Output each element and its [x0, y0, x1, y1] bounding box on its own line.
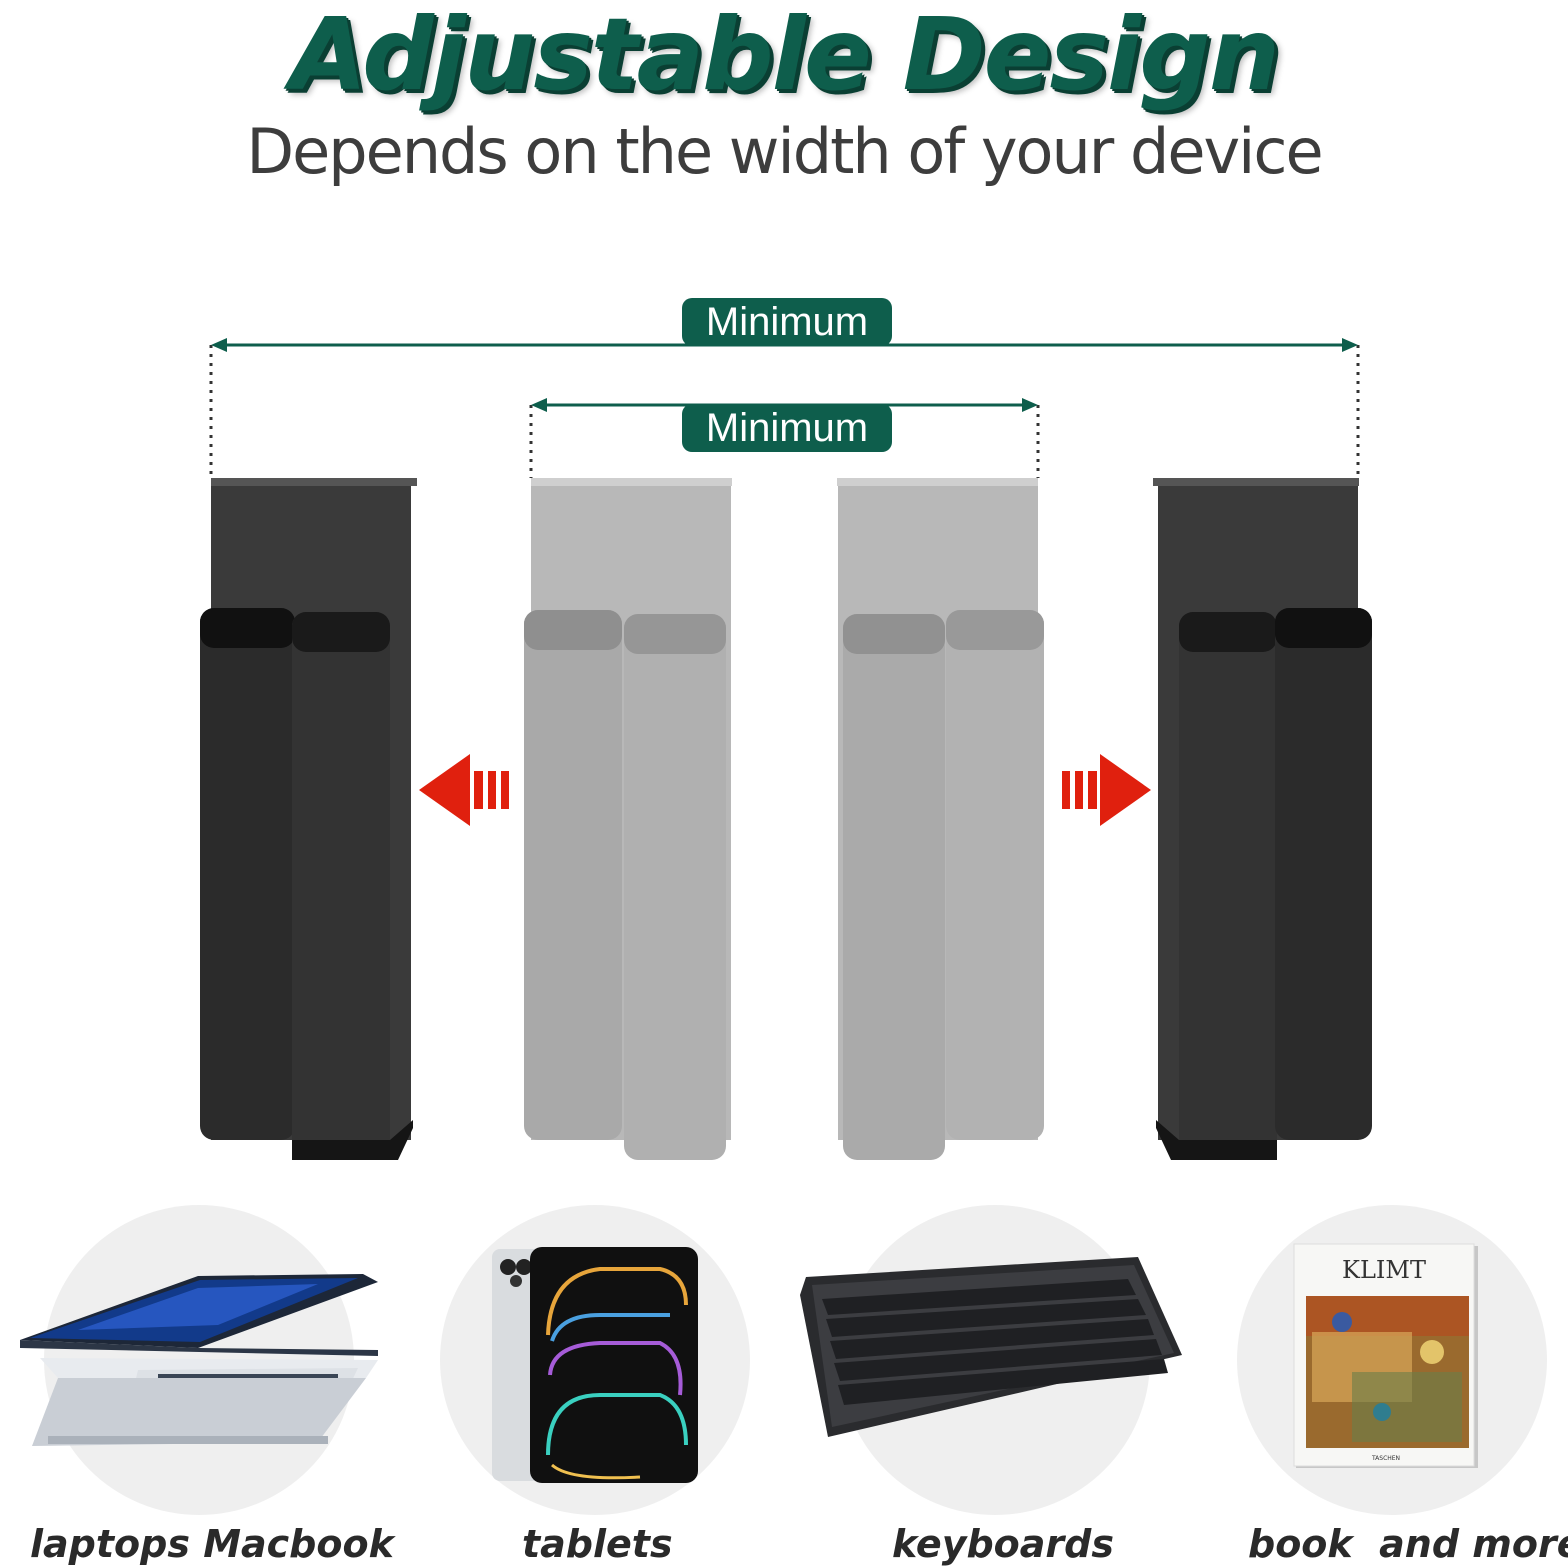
- width-adjustment-diagram: [200, 338, 1372, 1160]
- book-icon: KLIMT TASCHEN: [1293, 1243, 1478, 1468]
- arrow-right-icon: [1062, 754, 1151, 826]
- tablet-icon: [492, 1247, 698, 1483]
- page-subtitle: Depends on the width of your device: [246, 115, 1323, 188]
- stand-light-left: [524, 478, 732, 1160]
- label-keyboards: keyboards: [892, 1522, 1114, 1566]
- book-publisher: TASCHEN: [1371, 1455, 1400, 1462]
- page-title: Adjustable Design: [289, 0, 1280, 113]
- outer-minimum-label: Minimum: [682, 298, 892, 346]
- book-title: KLIMT: [1342, 1256, 1426, 1284]
- stand-dark-left: [200, 478, 417, 1160]
- laptop-icon: [20, 1274, 378, 1446]
- stand-dark-right: [1153, 478, 1372, 1160]
- keyboard-icon: [800, 1257, 1182, 1437]
- stand-light-right: [837, 478, 1044, 1160]
- label-tablets: tablets: [522, 1522, 673, 1566]
- inner-minimum-label: Minimum: [682, 404, 892, 452]
- label-laptops: laptops Macbook: [30, 1522, 394, 1566]
- label-books: book and more...: [1248, 1522, 1568, 1566]
- arrow-left-icon: [419, 754, 509, 826]
